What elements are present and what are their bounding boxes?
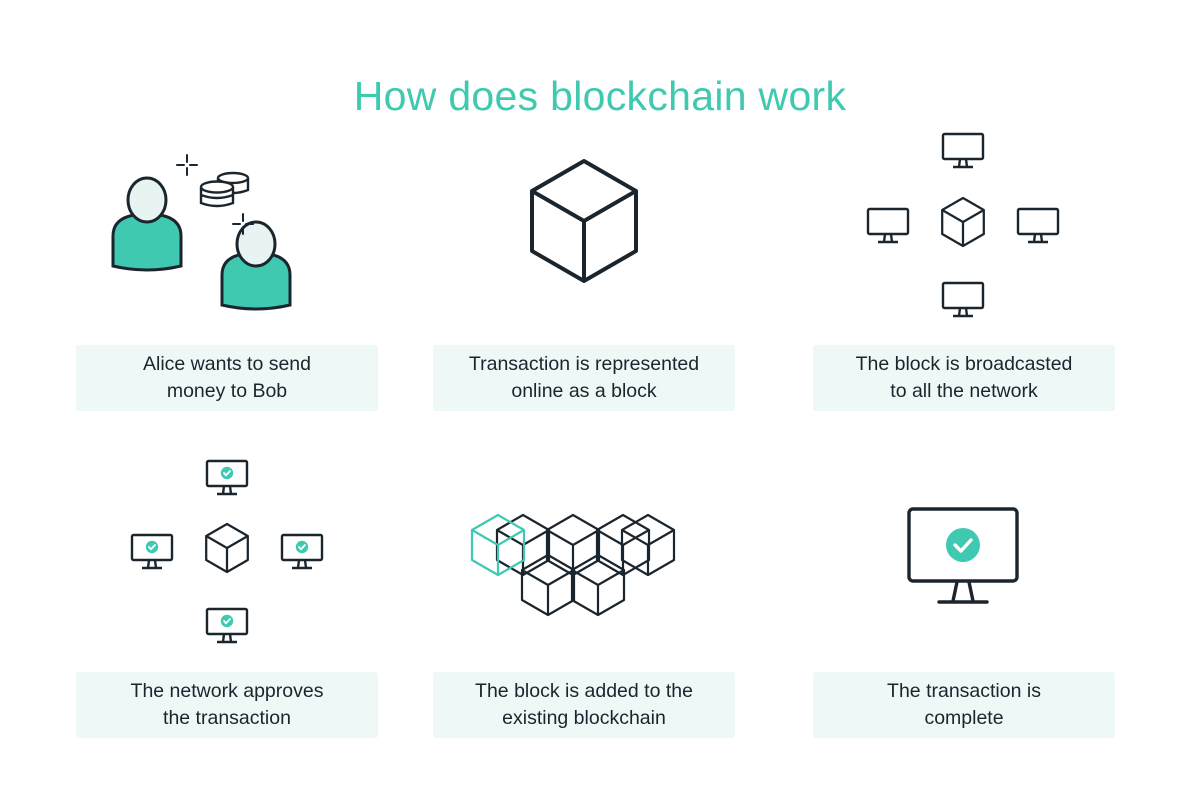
monitor-check-icon [280,533,324,570]
step-6-illustration [903,505,1023,605]
sparkle-icon [176,154,254,235]
monitor-icon [941,132,985,169]
step-1-illustration [100,148,300,318]
step-3-caption: The block is broadcasted to all the netw… [813,345,1115,411]
step-4-caption: The network approves the transaction [76,672,378,738]
page-title: How does blockchain work [353,73,847,120]
person-icon [220,220,292,311]
person-icon [111,176,183,272]
step-1-caption: Alice wants to send money to Bob [76,345,378,411]
monitor-icon [1016,207,1060,244]
monitor-check-icon [130,533,174,570]
cube-icon [941,196,985,248]
coins-icon [199,171,250,208]
step-4-illustration [124,455,330,655]
cube-icon [530,159,638,283]
cube-chain-icon [470,513,676,617]
step-3-illustration [860,125,1066,325]
cube-icon [205,522,249,574]
step-5-illustration [468,510,678,620]
step-2-illustration [520,157,648,285]
step-6-caption: The transaction is complete [813,672,1115,738]
step-2-caption: Transaction is represented online as a b… [433,345,735,411]
new-block-icon [470,513,526,577]
monitor-check-icon [907,507,1019,604]
monitor-check-icon [205,607,249,644]
step-5-caption: The block is added to the existing block… [433,672,735,738]
monitor-check-icon [205,459,249,496]
monitor-icon [941,281,985,318]
monitor-icon [866,207,910,244]
